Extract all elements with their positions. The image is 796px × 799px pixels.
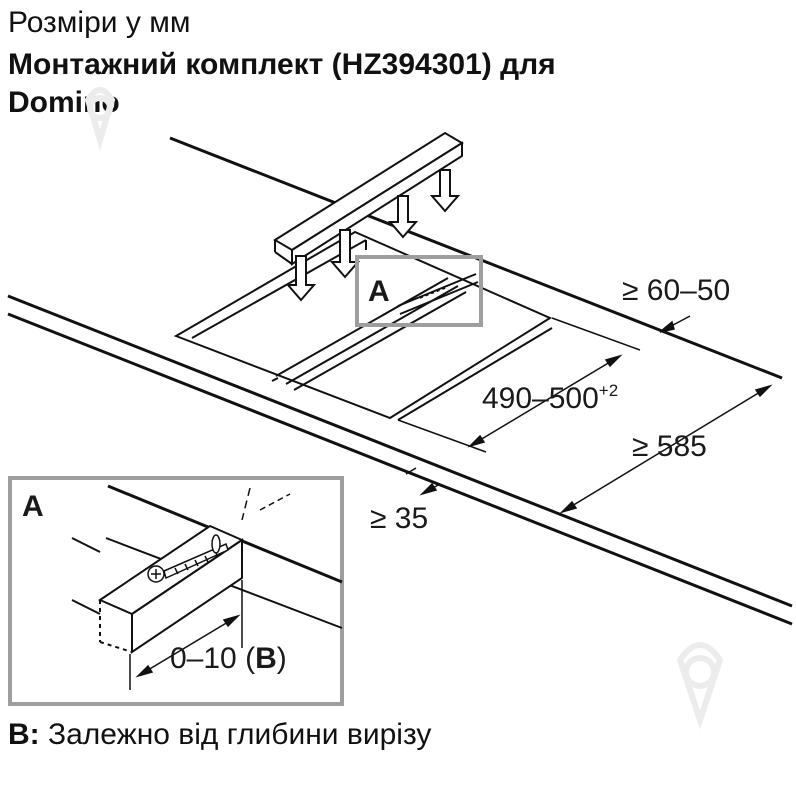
diagram-title: Монтажний комплект (HZ394301) для [8,48,556,81]
dim-back-overhang-label: ≥ 60–50 [622,274,730,307]
worktop-front-edge [7,294,793,626]
dim-front-edge-label: ≥ 35 [370,502,428,535]
callout-a-label: A [368,275,390,308]
callout-a-frame [355,255,483,327]
diagram-subtitle: Розміри у мм [8,6,191,39]
detail-view-label: A [22,490,44,523]
dim-detail-offset [129,580,243,690]
dim-front-edge [405,467,441,496]
screw-icon [147,534,229,583]
dim-cutout-width-label: 490–500+2 [482,381,618,415]
dim-detail-offset-label: 0–10 (B) [170,642,287,675]
watermark-icon [84,87,724,730]
dim-depth [559,384,773,514]
dim-back-overhang [659,315,691,333]
detail-view-frame [8,476,344,706]
dim-cutout-width [397,317,641,453]
footnote-key: B: [8,718,40,751]
mounting-rail [273,131,464,266]
dim-depth-label: ≥ 585 [632,430,707,463]
down-arrow-icon [285,169,461,302]
footnote: B: Залежно від глибини вирізу [8,718,431,752]
footnote-text: Залежно від глибини вирізу [39,718,432,751]
